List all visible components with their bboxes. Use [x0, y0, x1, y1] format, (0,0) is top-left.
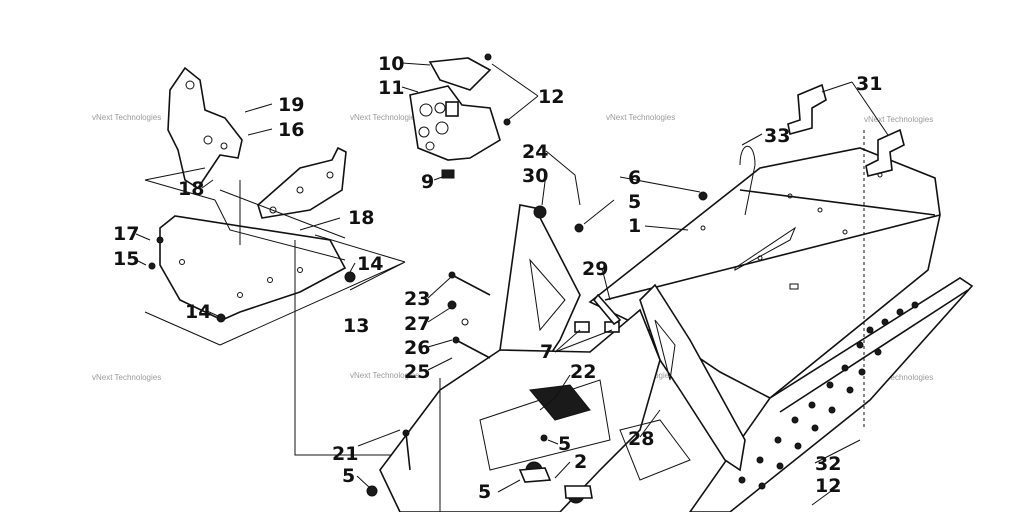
watermark-5: vNext Technologies — [92, 373, 161, 382]
callout-15: 15 — [113, 248, 139, 270]
callout-24: 24 — [522, 141, 548, 163]
running-board-holes — [738, 301, 919, 490]
watermark-3: vNext Technologies — [606, 113, 675, 122]
callout-5-mid: 5 — [558, 433, 571, 455]
callout-9: 9 — [421, 171, 434, 193]
watermark-4: vNext Technologies — [864, 115, 933, 124]
watermark-8: vNext Technologies — [864, 373, 933, 382]
callout-6: 6 — [628, 167, 641, 189]
callout-31: 31 — [856, 73, 882, 95]
callout-23: 23 — [404, 288, 430, 310]
callout-5-left: 5 — [342, 465, 355, 487]
watermark-6: vNext Technologies — [350, 371, 419, 380]
callout-32: 32 — [815, 453, 841, 475]
callout-12-bottom: 12 — [815, 475, 841, 497]
callout-14-left: 14 — [185, 301, 211, 323]
watermark-2: vNext Technologies — [350, 113, 419, 122]
frame-fasteners — [366, 271, 491, 497]
callout-11: 11 — [378, 77, 404, 99]
callout-5-bottom: 5 — [478, 481, 491, 503]
callout-2: 2 — [574, 451, 587, 473]
callout-25: 25 — [404, 361, 430, 383]
callout-18-right: 18 — [348, 207, 374, 229]
callout-13: 13 — [343, 315, 369, 337]
running-board — [689, 277, 974, 512]
callout-22: 22 — [570, 361, 596, 383]
callout-5-top: 5 — [628, 191, 641, 213]
callout-10: 10 — [378, 53, 404, 75]
callout-30: 30 — [522, 165, 548, 187]
lower-mount-bracket — [148, 189, 356, 323]
front-frame — [379, 191, 746, 512]
callout-16: 16 — [278, 119, 304, 141]
callout-27: 27 — [404, 313, 430, 335]
callout-26: 26 — [404, 337, 430, 359]
callout-1: 1 — [628, 215, 641, 237]
grab-handles — [739, 83, 905, 216]
callout-29: 29 — [582, 258, 608, 280]
column-support-plate — [257, 146, 347, 219]
callout-21: 21 — [332, 443, 358, 465]
callout-12: 12 — [538, 86, 564, 108]
callout-7: 7 — [540, 341, 553, 363]
leader-lines — [133, 62, 889, 512]
callout-labels: 10 11 12 9 19 16 18 18 17 15 14 14 13 24… — [113, 53, 882, 503]
steering-bracket — [167, 66, 243, 190]
watermark-1: vNext Technologies — [92, 113, 161, 122]
group-outline — [144, 167, 406, 346]
callout-14-right: 14 — [357, 253, 383, 275]
gauge-panel — [409, 53, 511, 179]
callout-28: 28 — [628, 428, 654, 450]
callout-33: 33 — [764, 125, 790, 147]
callout-17: 17 — [113, 223, 139, 245]
callout-18-left: 18 — [178, 178, 204, 200]
callout-19: 19 — [278, 94, 304, 116]
